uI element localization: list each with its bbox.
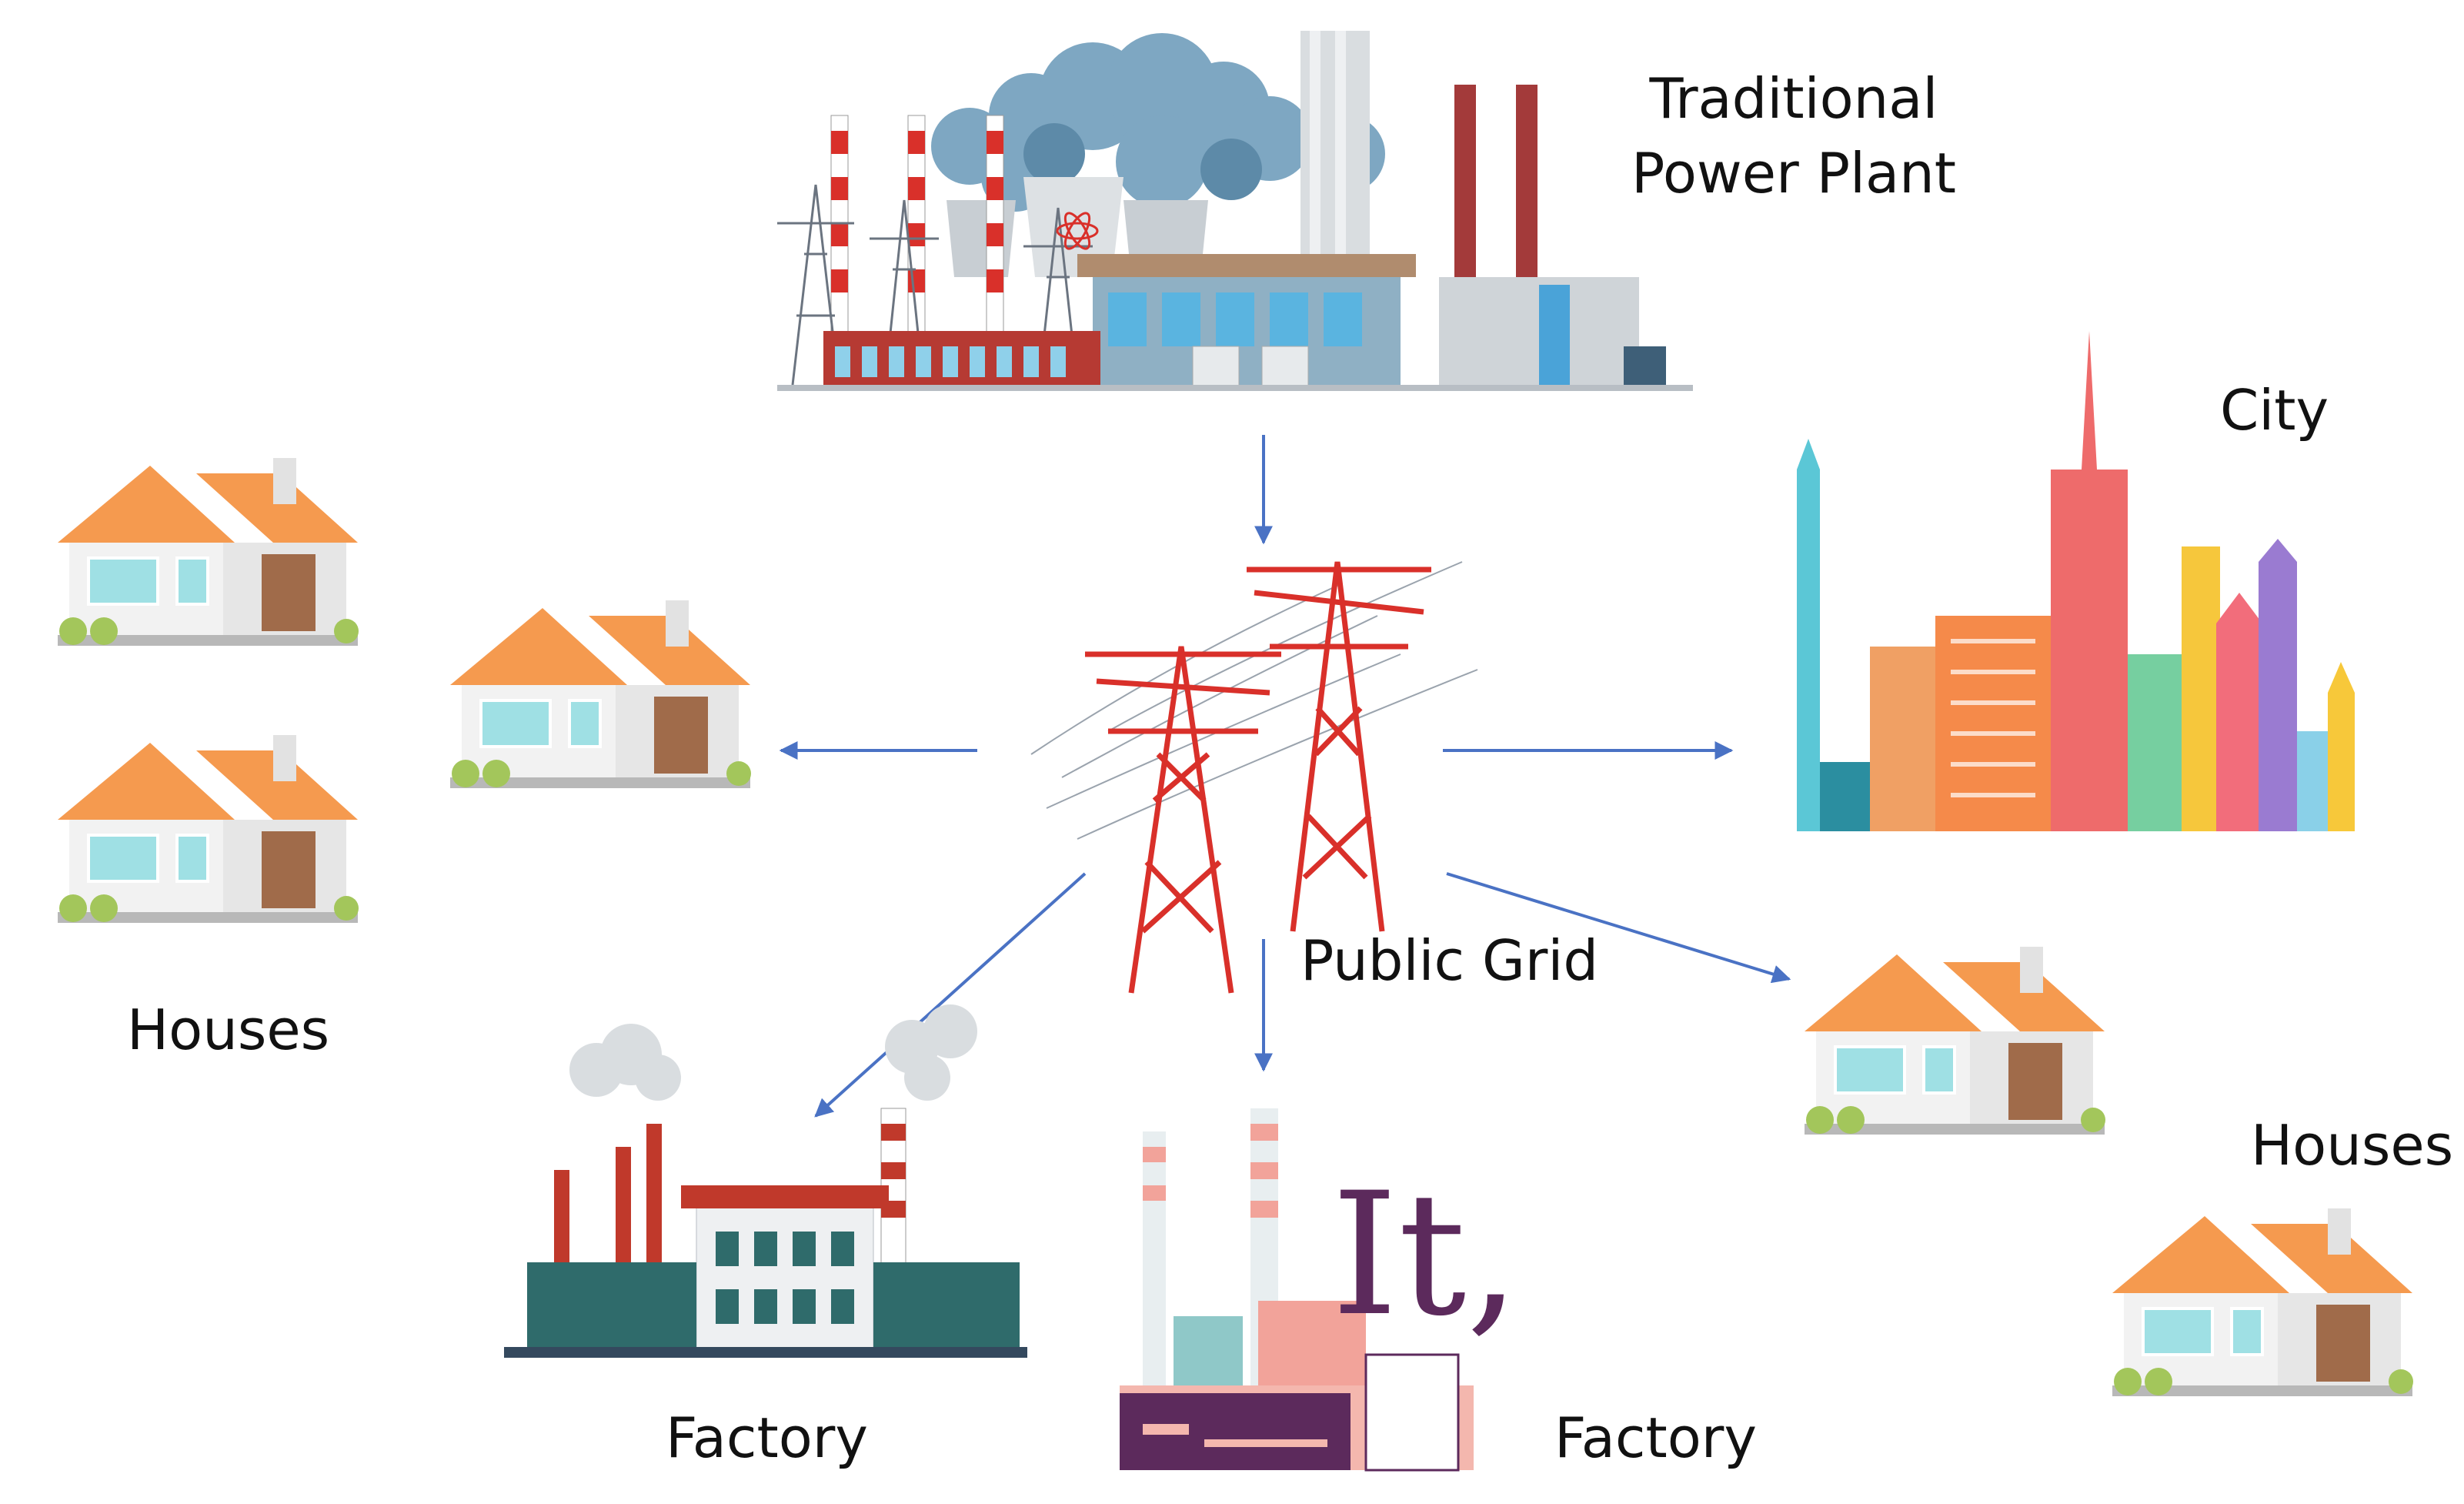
house-illustration bbox=[450, 600, 751, 788]
house-illustration bbox=[1805, 947, 2105, 1135]
house-illustration bbox=[58, 735, 359, 923]
power-plant-label-line1: Traditional bbox=[1649, 66, 1938, 131]
city-illustration bbox=[1797, 331, 2355, 831]
factory-center-label: Factory bbox=[1554, 1405, 1758, 1470]
arrow-grid-to-houses-right bbox=[1446, 872, 1791, 984]
power-plant-label-line2: Power Plant bbox=[1631, 141, 1956, 206]
arrow-grid-to-factory-left bbox=[814, 872, 1087, 1118]
factory-center-illustration bbox=[1120, 1108, 1474, 1472]
factory-left-illustration bbox=[504, 1004, 1027, 1358]
watermark-text: It, bbox=[1331, 1156, 1521, 1353]
power-plant-illustration bbox=[777, 31, 1693, 391]
transmission-tower-illustration bbox=[1030, 561, 1478, 994]
houses-right-label: Houses bbox=[2251, 1113, 2454, 1178]
house-illustration bbox=[58, 458, 359, 646]
public-grid-label: Public Grid bbox=[1300, 928, 1599, 993]
house-illustration bbox=[2112, 1208, 2413, 1396]
power-plant-label: Traditional Power Plant bbox=[1631, 62, 1956, 211]
city-label: City bbox=[2220, 378, 2329, 443]
factory-left-label: Factory bbox=[666, 1405, 869, 1470]
houses-left-label: Houses bbox=[127, 998, 330, 1062]
